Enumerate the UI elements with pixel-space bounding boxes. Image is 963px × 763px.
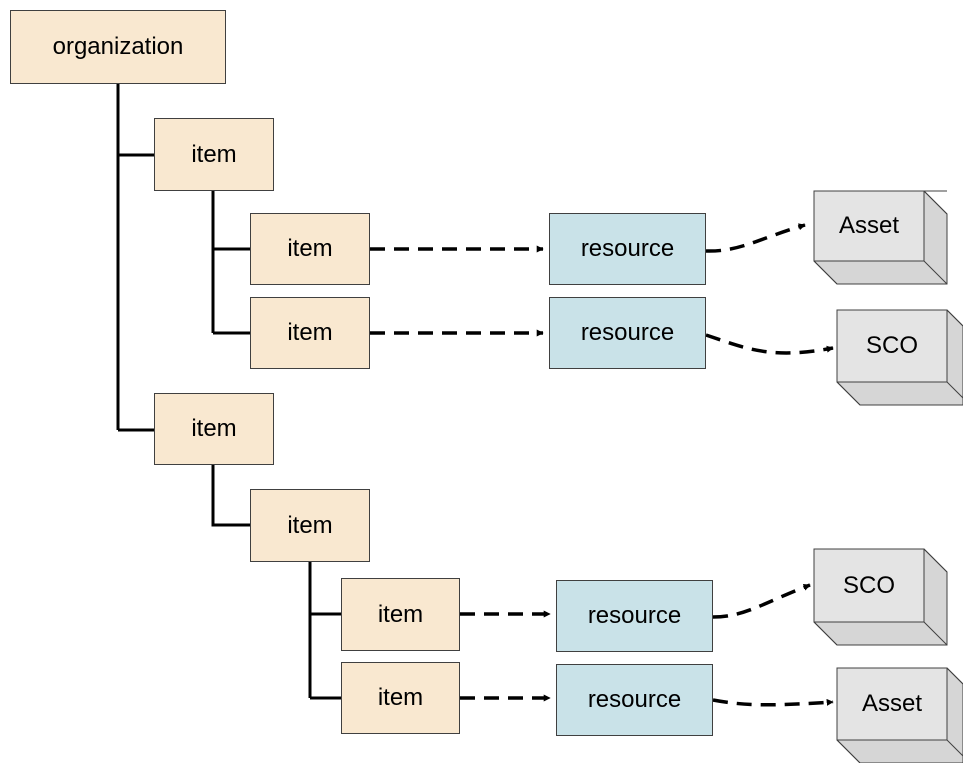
item-node: item [154, 393, 274, 465]
resource-label: resource [580, 235, 675, 262]
item-label: item [377, 684, 424, 711]
resource-node: resource [556, 580, 713, 652]
item-node: item [341, 578, 460, 651]
hierarchy-line-item1-children [211, 191, 250, 335]
item-node: item [250, 297, 370, 369]
item-label: item [377, 600, 424, 628]
item-label: item [287, 319, 333, 346]
item-node: item [250, 489, 370, 562]
item-node: item [250, 213, 370, 285]
resource-node: resource [549, 213, 706, 285]
item-label: item [191, 415, 237, 442]
item-label: item [287, 511, 333, 539]
arrow-resource-to-asset-2 [712, 698, 834, 707]
resource-label: resource [587, 686, 682, 713]
resource-node: resource [556, 664, 713, 736]
asset-cube-2 [836, 667, 963, 763]
hierarchy-line-item5-children [308, 562, 342, 700]
arrow-resource-to-sco-1 [705, 333, 834, 355]
sco-cube-2 [813, 548, 948, 646]
arrow-resource-to-sco-2 [712, 583, 811, 619]
asset-label: Asset [838, 212, 900, 239]
item-node: item [154, 118, 274, 191]
sco-cube-1 [836, 309, 963, 406]
asset-label: Asset [861, 690, 923, 717]
organization-node: organization [10, 10, 226, 84]
resource-label: resource [587, 602, 682, 629]
sco-label: SCO [842, 571, 895, 599]
item-label: item [191, 140, 237, 168]
organization-label: organization [52, 33, 184, 60]
hierarchy-line-org-children [116, 84, 155, 432]
item-label: item [287, 235, 333, 262]
sco-label: SCO [865, 332, 918, 359]
resource-label: resource [580, 319, 675, 346]
asset-cube-1 [813, 190, 948, 285]
resource-node: resource [549, 297, 706, 369]
arrow-resource-to-asset-1 [705, 223, 806, 253]
item-node: item [341, 662, 460, 734]
hierarchy-line-item4-children [211, 465, 250, 527]
